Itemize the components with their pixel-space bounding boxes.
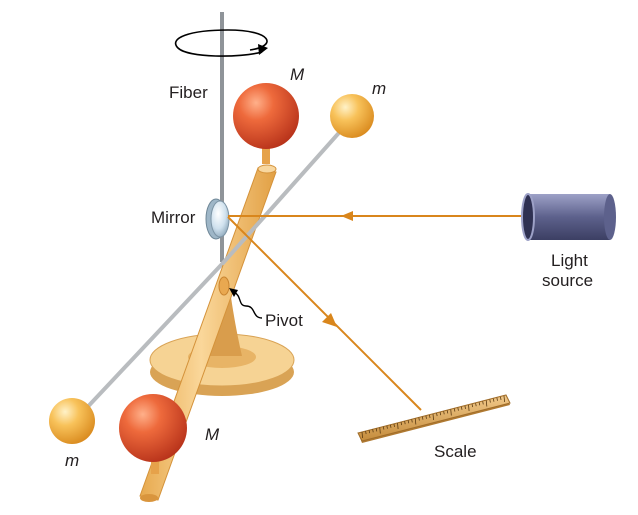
reflected-light-beam (227, 216, 422, 411)
scale-tick (425, 415, 427, 419)
scale-tick (386, 425, 388, 429)
scale-tick (443, 411, 445, 415)
scale-tick (471, 404, 474, 408)
scale-tick (485, 400, 488, 407)
large-mass-stalk-bottom (151, 452, 159, 474)
scale-tick (418, 417, 420, 421)
reflected-beam-arrowhead (322, 313, 337, 327)
mirror (205, 198, 230, 240)
scale-label: Scale (434, 442, 477, 461)
scale-tick (407, 420, 410, 424)
large-mass-top (233, 83, 299, 149)
scale-tick (404, 421, 406, 425)
small-mass-rod-upper (221, 124, 347, 265)
large-mass-stalk-top (262, 140, 270, 164)
scale-tick (368, 430, 371, 434)
mirror-label: Mirror (151, 208, 196, 227)
scale-tick (500, 396, 502, 400)
scale-tick (432, 413, 434, 421)
light-source-label-line1: Light (551, 251, 588, 270)
large-mass-bottom-label: M (205, 425, 220, 444)
light-source-label-line2: source (542, 271, 593, 290)
large-mass-bottom (119, 394, 187, 462)
small-mass-rod-lower (78, 261, 225, 417)
scale-tick (461, 406, 463, 410)
scale-tick (478, 402, 481, 406)
scale-tick (464, 405, 466, 409)
scale-tick (361, 431, 363, 439)
large-mass-top-label: M (290, 65, 305, 84)
scale-tick (411, 419, 413, 423)
small-mass-top-label: m (372, 79, 386, 98)
scale-tick (446, 410, 449, 414)
scale-tick (439, 412, 442, 416)
scale-ticks (361, 395, 505, 439)
scale-tick (489, 399, 491, 403)
small-mass-bottom (49, 398, 95, 444)
scale-tick (468, 404, 470, 412)
scale-tick (372, 429, 374, 433)
scale-tick (436, 413, 438, 417)
scale-tick (475, 403, 477, 407)
scale-tick (382, 426, 385, 430)
scale-tick (453, 408, 456, 412)
small-mass-bottom-label: m (65, 451, 79, 470)
scale-tick (375, 428, 378, 432)
rotation-arrow-icon (175, 29, 268, 57)
scale-tick (429, 414, 431, 418)
pivot-label: Pivot (265, 311, 303, 330)
scale-tick (482, 401, 484, 405)
scale-tick (496, 397, 498, 401)
wavy-arrow-icon (229, 288, 263, 319)
light-source (521, 193, 616, 241)
scale-tick (393, 423, 395, 427)
scale-tick (421, 416, 424, 420)
scale-tick (365, 431, 367, 435)
scale-tick (457, 407, 459, 411)
scale-tick (390, 424, 392, 428)
scale-tick (414, 418, 417, 425)
scale-tick (379, 427, 381, 434)
scale-tick (397, 422, 399, 430)
incident-beam-arrowhead (341, 211, 353, 221)
small-mass-top (330, 94, 374, 138)
fiber-label: Fiber (169, 83, 208, 102)
scale-ruler (357, 394, 511, 443)
scale-tick (492, 398, 495, 402)
scale-tick (450, 409, 452, 416)
scale-tick (400, 422, 403, 426)
scale-tick (503, 395, 505, 403)
